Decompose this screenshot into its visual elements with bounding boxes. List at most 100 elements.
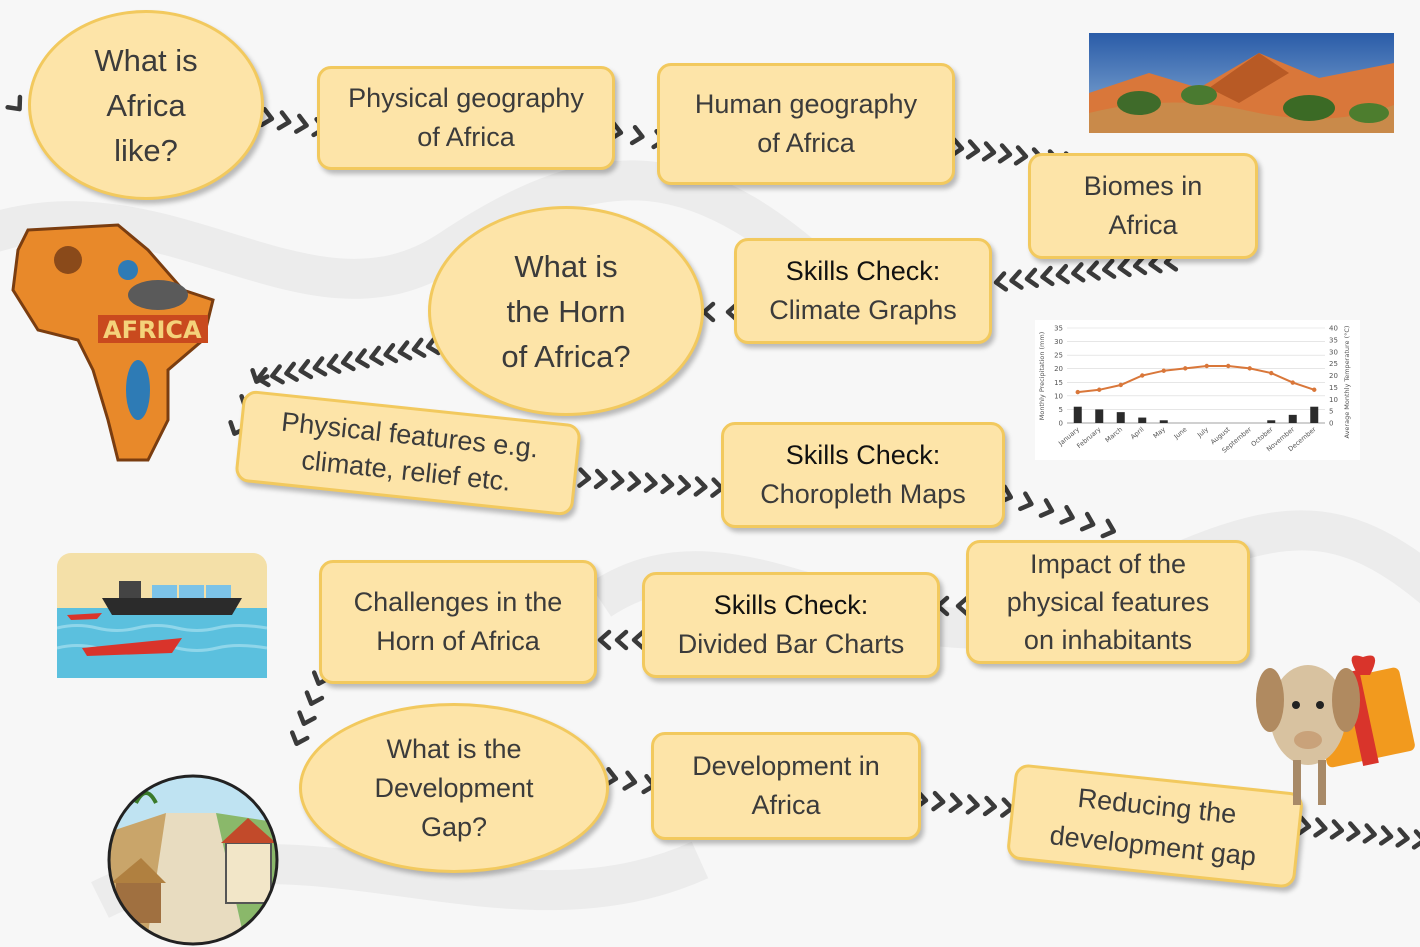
chevron-icon	[298, 358, 314, 380]
node-challenges[interactable]: Challenges in the Horn of Africa	[319, 560, 597, 684]
chevron-icon	[340, 350, 356, 372]
y-tick-label: 25	[1054, 352, 1063, 360]
chevron-icon	[1040, 265, 1055, 287]
precip-bar	[1138, 417, 1147, 423]
y-tick-label: 15	[1054, 379, 1063, 387]
chevron-icon	[5, 94, 23, 112]
chevron-icon	[660, 473, 675, 495]
y2-tick-label: 40	[1329, 325, 1338, 333]
node-line: Climate Graphs	[769, 295, 957, 325]
node-title: Skills Check:	[785, 440, 941, 470]
node-line: on inhabitants	[1023, 625, 1193, 655]
chevron-icon	[614, 629, 629, 651]
chevron-icon	[383, 342, 399, 364]
chevron-icon	[1055, 263, 1070, 285]
node-skills-choropleth[interactable]: Skills Check: Choropleth Maps	[721, 422, 1005, 528]
chevron-icon	[955, 595, 970, 617]
y-tick-label: 20	[1054, 365, 1063, 373]
chevron-icon	[1071, 262, 1086, 283]
chevron-icon	[1101, 258, 1117, 279]
temperature-point	[1269, 370, 1274, 376]
chevron-icon	[1132, 254, 1148, 276]
chevron-icon	[397, 340, 413, 361]
temperature-point	[1290, 380, 1295, 385]
node-skills-bar[interactable]: Skills Check: Divided Bar Charts	[642, 572, 940, 678]
chevron-icon	[1059, 504, 1075, 525]
node-what-is-africa[interactable]: What is Africa like?	[28, 10, 264, 200]
y-tick-label: 10	[1054, 392, 1063, 400]
node-line: Development	[374, 772, 534, 803]
ship-piracy-illustration	[57, 553, 267, 678]
chevron-icon	[297, 710, 317, 727]
chevron-icon	[326, 353, 342, 374]
y2-tick-label: 35	[1329, 336, 1338, 344]
node-development-africa[interactable]: Development in Africa	[651, 732, 921, 840]
node-title: Skills Check:	[785, 256, 941, 286]
chevron-icon	[1395, 827, 1410, 848]
chevron-icon	[1313, 817, 1328, 838]
temperature-point	[1075, 389, 1080, 395]
temperature-point	[1097, 387, 1102, 392]
desert-photo	[1089, 33, 1394, 133]
temperature-point	[1161, 368, 1166, 373]
node-line: of Africa	[757, 128, 855, 158]
chevron-icon	[312, 356, 328, 377]
node-horn-of-africa[interactable]: What is the Horn of Africa?	[428, 206, 704, 416]
y2-tick-label: 20	[1329, 372, 1338, 380]
node-skills-climate[interactable]: Skills Check: Climate Graphs	[734, 238, 992, 344]
chevron-icon	[1362, 823, 1377, 844]
chevron-icon	[1009, 269, 1024, 290]
chevron-icon	[627, 471, 642, 492]
chevron-icon	[1117, 256, 1132, 278]
chevron-icon	[289, 730, 310, 747]
node-line: Biomes in	[1083, 171, 1203, 201]
chevron-icon	[997, 143, 1013, 164]
node-development-gap[interactable]: What is the Development Gap?	[299, 703, 609, 873]
chevron-icon	[965, 794, 980, 815]
y2-tick-label: 25	[1329, 360, 1338, 368]
precip-bar	[1288, 414, 1297, 423]
temperature-point	[1247, 366, 1252, 371]
chevron-icon	[965, 139, 981, 160]
chevron-icon	[631, 629, 646, 651]
node-impact[interactable]: Impact of the physical features on inhab…	[966, 540, 1250, 664]
precip-bar	[1116, 412, 1125, 423]
node-line: Human geography	[694, 89, 918, 119]
svg-text:AFRICA: AFRICA	[103, 316, 202, 344]
y-axis-label: Monthly Precipitation (mm)	[1038, 332, 1046, 421]
chevron-icon	[1079, 511, 1096, 532]
chevron-icon	[693, 476, 708, 497]
chevron-icon	[270, 364, 285, 385]
node-line: Physical geography	[348, 83, 584, 113]
y-tick-label: 0	[1059, 420, 1063, 428]
y2-tick-label: 0	[1329, 420, 1333, 428]
chevron-icon	[993, 271, 1009, 292]
temperature-point	[1204, 363, 1209, 369]
node-line: Divided Bar Charts	[677, 629, 905, 659]
node-line: What is the	[386, 733, 522, 764]
node-line: Challenges in the	[353, 587, 563, 617]
chevron-icon	[1086, 260, 1101, 281]
node-line: of Africa?	[501, 338, 631, 374]
y2-tick-label: 15	[1329, 384, 1338, 392]
node-physical-geography[interactable]: Physical geography of Africa	[317, 66, 615, 170]
chevron-icon	[597, 629, 612, 651]
chevron-icon	[284, 361, 299, 382]
node-line: Africa	[106, 87, 186, 123]
chevron-icon	[1411, 829, 1420, 850]
node-line: Development in	[692, 751, 880, 781]
node-human-geography[interactable]: Human geography of Africa	[657, 63, 955, 185]
chevron-icon	[982, 795, 998, 817]
node-biomes[interactable]: Biomes in Africa	[1028, 153, 1258, 259]
node-line: like?	[114, 132, 178, 168]
africa-map-illustration: AFRICA	[11, 223, 215, 462]
node-title: Skills Check:	[713, 590, 869, 620]
chevron-icon	[1100, 518, 1117, 539]
chevron-icon	[1329, 819, 1345, 840]
chevron-icon	[259, 106, 275, 128]
y-tick-label: 30	[1054, 338, 1063, 346]
node-line: of Africa	[417, 122, 515, 152]
precip-bar	[1095, 409, 1104, 423]
temperature-point	[1118, 382, 1123, 388]
